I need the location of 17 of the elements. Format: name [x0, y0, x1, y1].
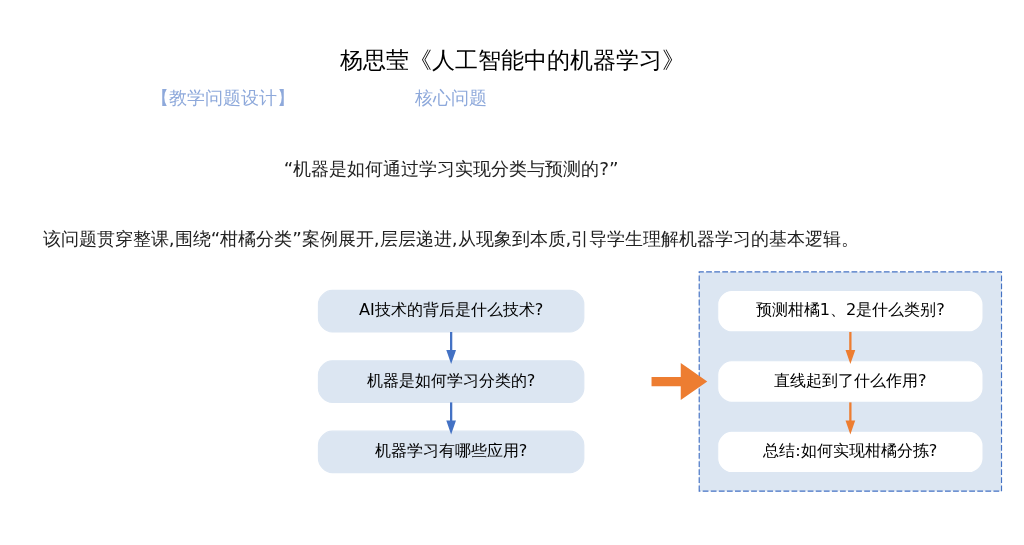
arrow — [845, 332, 856, 364]
node-box: 机器是如何学习分类的? — [317, 360, 585, 403]
arrow — [845, 402, 856, 435]
arrow — [651, 363, 708, 401]
label: “机器是如何通过学习实现分类与预测的?” — [283, 157, 619, 179]
arrow — [446, 332, 456, 364]
label: 该问题贯穿整课,围绕“柑橘分类”案例展开,层层递进,从现象到本质,引导学生理解机器学习的基本逻辑。 — [42, 228, 860, 250]
diagram-title: 杨思莹《人工智能中的机器学习》 — [339, 46, 685, 73]
cluster — [698, 271, 1003, 492]
node-box: 直线起到了什么作用? — [717, 360, 984, 403]
arrow — [446, 402, 456, 435]
label: 【教学问题设计】 — [150, 87, 295, 109]
node-box: 机器学习有哪些应用? — [317, 430, 585, 474]
node-box: 预测柑橘1、2是什么类别? — [717, 289, 984, 333]
node-box: AI技术的背后是什么技术? — [317, 289, 585, 333]
label: 核心问题 — [415, 87, 488, 109]
node-box: 总结:如何实现柑橘分拣? — [717, 430, 984, 474]
